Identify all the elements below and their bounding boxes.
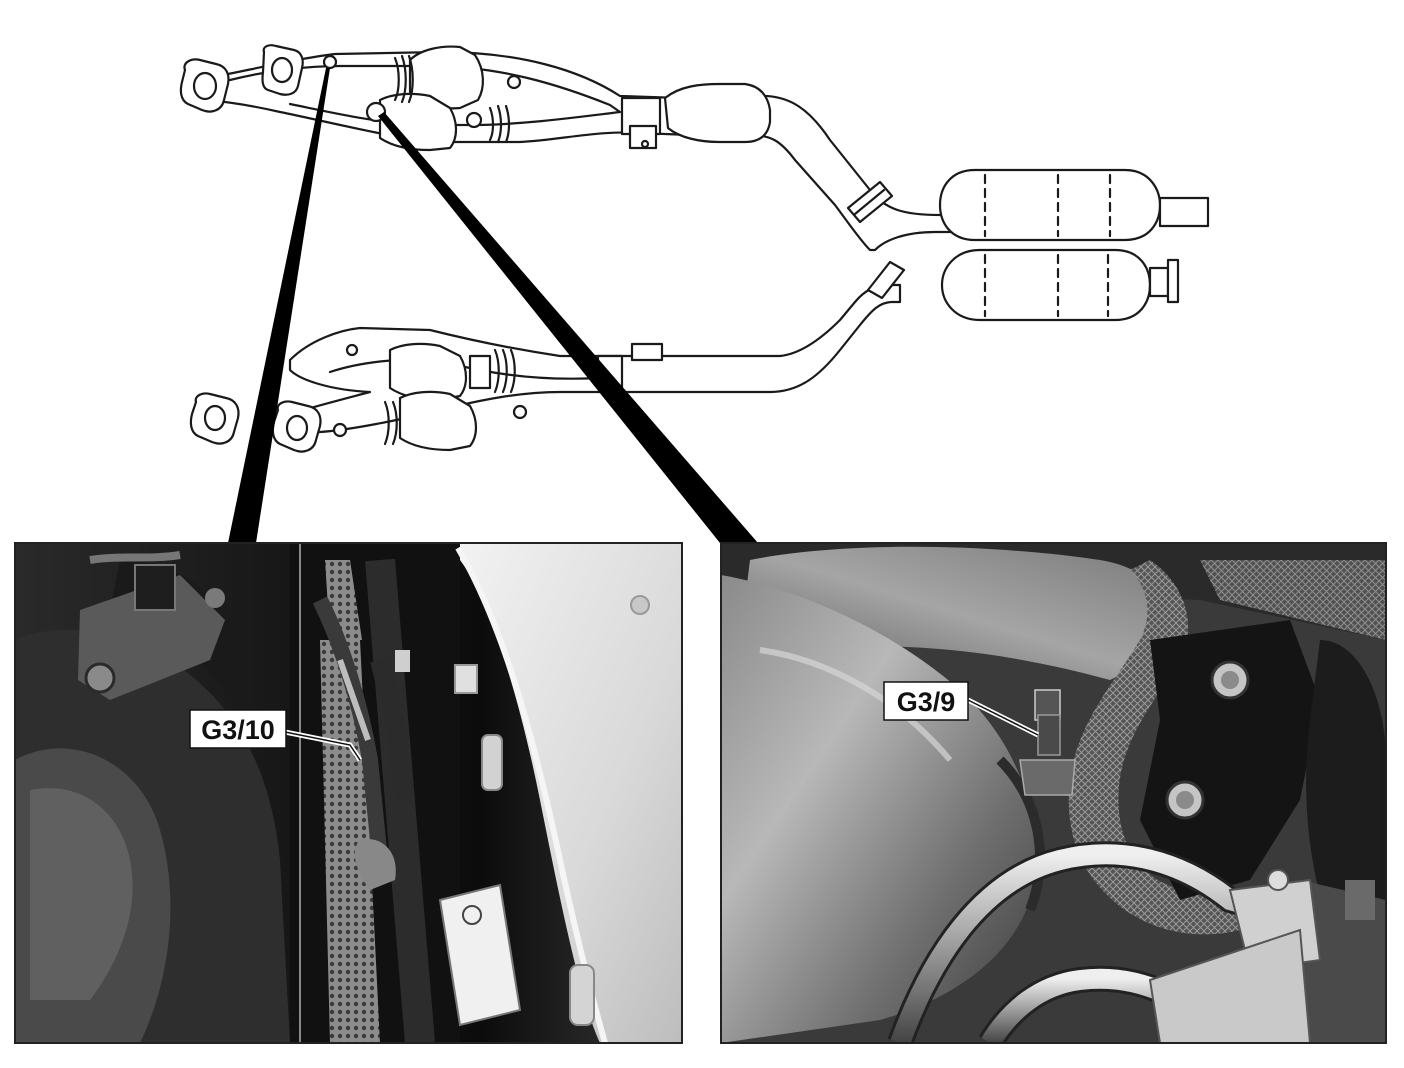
right-inset-frame: [720, 542, 1387, 1044]
label-g3-10: G3/10: [201, 715, 275, 745]
rear-muffler-lower: [940, 248, 1152, 322]
lower-catalyst-2: [398, 390, 478, 452]
label-g3-9: G3/9: [897, 687, 956, 717]
pointer-to-left-inset: [228, 68, 330, 543]
front-muffler: [663, 82, 772, 144]
callout-pointers: [228, 68, 758, 543]
pointer-to-right-inset: [378, 112, 758, 543]
left-inset-frame: [14, 542, 683, 1044]
left-inset-photo: [15, 543, 682, 1043]
callout-label-left: G3/10: [189, 709, 287, 749]
right-inset-photo: [721, 543, 1386, 1043]
upper-outer-pipe: [206, 50, 962, 252]
exhaust-system-line-drawing: [179, 44, 1210, 453]
callout-label-right: G3/9: [883, 681, 969, 721]
rear-muffler-upper: [938, 168, 1162, 242]
